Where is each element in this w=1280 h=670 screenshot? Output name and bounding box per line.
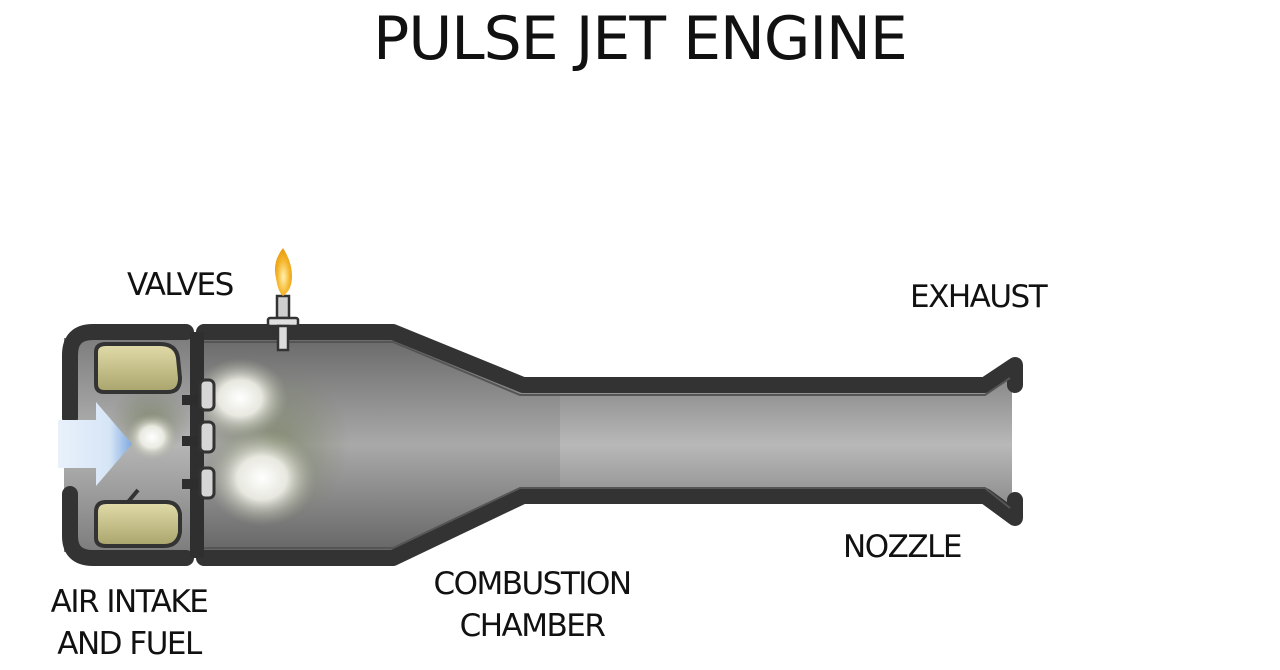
casing-inner-edge — [204, 487, 1011, 549]
air-intake-label: AIR INTAKE AND FUEL — [24, 582, 234, 666]
combustion-chamber-label-line-1: COMBUSTION — [433, 566, 632, 602]
combustion-chamber-label-line-2: CHAMBER — [459, 607, 606, 644]
intake-glow — [126, 413, 178, 461]
engine-casing-bottom — [62, 486, 1023, 566]
flap-hinge — [126, 488, 140, 504]
air-intake-label-line-2: AND FUEL — [57, 625, 202, 662]
casing-inner-edge — [204, 341, 1011, 396]
reed-valve — [182, 466, 216, 500]
engine-casing-top — [62, 324, 1023, 426]
intake-flap-top — [94, 342, 183, 394]
air-intake-label-line-1: AIR INTAKE — [50, 584, 209, 620]
exhaust-label: EXHAUST — [910, 279, 1048, 315]
combustion-chamber-label: COMBUSTION CHAMBER — [412, 564, 652, 648]
reed-valve — [182, 420, 216, 454]
diagram-title: PULSE JET ENGINE — [373, 4, 908, 74]
nozzle-label: NOZZLE — [843, 529, 962, 565]
intake-flap-bottom — [94, 500, 182, 548]
valves-label: VALVES — [127, 267, 234, 303]
combustion-glow — [207, 430, 317, 526]
reed-valve — [182, 378, 216, 412]
flame-icon — [274, 248, 292, 296]
combustion-glow — [192, 358, 288, 438]
air-intake-arrow-icon — [58, 402, 132, 486]
